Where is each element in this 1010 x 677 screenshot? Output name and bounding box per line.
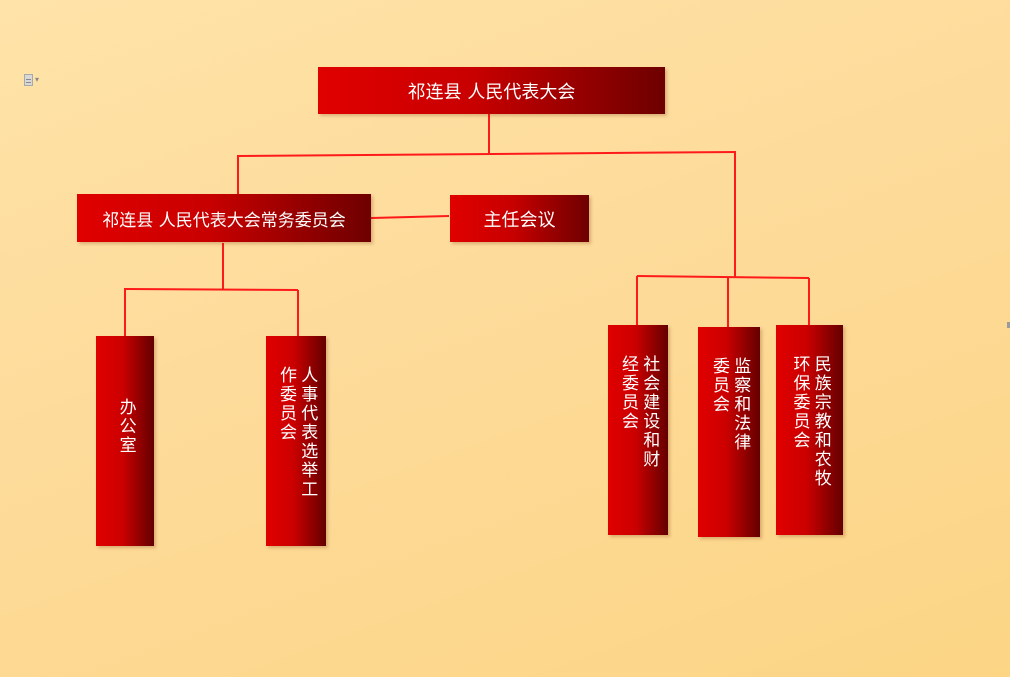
office-node: 办公室 [96, 336, 154, 546]
node-label: 监察和法律委员会 [709, 357, 751, 452]
personnel-committee-node: 人事代表选举工作委员会 [266, 336, 326, 546]
connector [237, 151, 737, 157]
standing-committee-node: 祁连县 人民代表大会常务委员会 [77, 194, 371, 242]
edge-marker [1007, 322, 1010, 328]
directors-meeting-node: 主任会议 [450, 195, 589, 242]
root-node: 祁连县 人民代表大会 [318, 67, 665, 114]
connector [370, 215, 450, 219]
node-label: 办公室 [115, 397, 136, 455]
dropdown-caret-icon: ▾ [35, 75, 40, 84]
node-label: 人事代表选举工作委员会 [276, 366, 318, 499]
supervision-law-committee-node: 监察和法律委员会 [698, 327, 760, 537]
node-label: 社会建设和财经委员会 [618, 355, 660, 469]
node-label: 民族宗教和农牧环保委员会 [789, 355, 831, 488]
document-icon [24, 74, 33, 86]
ethnic-religion-committee-node: 民族宗教和农牧环保委员会 [776, 325, 843, 535]
node-label: 祁连县 人民代表大会 [407, 81, 576, 103]
document-menu[interactable]: ▾ [24, 73, 50, 87]
node-label: 祁连县 人民代表大会常务委员会 [102, 210, 346, 231]
social-finance-committee-node: 社会建设和财经委员会 [608, 325, 668, 535]
connector [636, 275, 810, 279]
node-label: 主任会议 [483, 209, 556, 231]
connector [124, 288, 299, 291]
